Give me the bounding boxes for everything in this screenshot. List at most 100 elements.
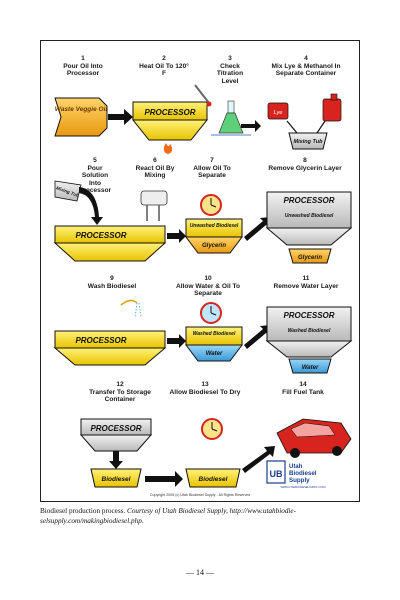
step-number: 9 [110,275,114,282]
arrow-icon [167,229,186,243]
waste-veggie-oil-container: Waste Veggie Oil [54,97,108,137]
mixing-tub-text: Mixing Tub [294,139,324,145]
step-text: Remove Water Layer [273,282,339,290]
step-text: React Oil By Mixing [135,164,175,180]
logo-line3: Supply [289,477,310,484]
step-12-label: 12 Transfer To Storage Container [79,381,161,404]
arrow-icon [79,187,103,225]
step-2-label: 2 Heat Oil To 120° F [138,55,190,78]
step-13-label: 13 Allow Biodiesel To Dry [169,381,241,396]
processor-text: PROCESSOR [283,196,334,205]
step-text: Remove Glycerin Layer [268,164,342,172]
step-number: 5 [93,157,97,164]
step-text: Wash Biodiesel [87,282,137,290]
step-number: 10 [204,275,212,282]
step-10-label: 10 Allow Water & Oil To Separate [171,275,245,298]
logo-line1: Utah [289,464,303,470]
caption-end: . [141,517,144,525]
step-8-label: 8 Remove Glycerin Layer [263,157,347,172]
separation-tank: Unwashed Biodiesel Glycerin [185,218,243,254]
figure-frame: 1 Pour Oil Into Processor 2 Heat Oil To … [40,40,360,502]
biodiesel-process-diagram: Waste Veggie Oil PROCESSOR [53,84,353,497]
processor-text: PROCESSOR [90,424,141,433]
biodiesel-container: Biodiesel [90,468,142,488]
step-number: 12 [116,381,124,388]
step-number: 7 [210,157,214,164]
caption-text: Biodiesel production process. [40,507,128,515]
separation-tank: Washed Biodiesel Water [185,326,243,362]
mixer-icon [140,190,168,221]
water-text: Water [302,365,319,371]
arrow-icon [109,451,123,469]
washed-biodiesel-text: Washed Biodiesel [193,331,236,337]
step-text: Pour Solution Into Processor [78,164,112,195]
alarm-clock-icon [200,302,222,324]
biodiesel-text: Biodiesel [199,476,228,483]
waste-text: Waste Veggie Oil [55,106,108,113]
processor-text: PROCESSOR [75,231,126,240]
processor-tank: PROCESSOR Unwashed Biodiesel [265,191,353,246]
arrow-icon [145,471,183,487]
utah-biodiesel-supply-logo: UB Utah Biodiesel Supply WWW.UTAHBIODIES… [266,460,326,489]
spray-nozzle-icon [120,299,142,318]
step-text: Allow Biodiesel To Dry [169,388,241,396]
unwashed-biodiesel-label: Unwashed Biodiesel [190,223,239,229]
step-number: 8 [303,157,307,164]
step-number: 14 [299,381,307,388]
step-number: 1 [81,55,85,62]
logo-line2: Biodiesel [289,470,317,477]
caption-credit: Courtesy of Utah Biodiesel Supply, http:… [40,507,297,525]
biodiesel-container: Biodiesel [185,468,241,488]
processor-tank: PROCESSOR [53,330,167,366]
step-11-label: 11 Remove Water Layer [269,275,343,290]
lye-text: Lye [274,110,283,116]
alarm-clock-icon [201,418,223,440]
mixing-tub: Mixing Tub [288,132,328,150]
arrow-icon [242,446,275,473]
arrow-icon [241,120,261,132]
step-5-label: 5 Pour Solution Into Processor [75,157,115,195]
step-number: 3 [228,55,232,62]
processor-tank: PROCESSOR [131,101,209,141]
unwashed-biodiesel-text: Unwashed Biodiesel [285,213,334,219]
step-text: Pour Oil Into Processor [63,62,103,78]
step-text: Fill Fuel Tank [282,388,324,396]
arrow-icon [244,325,271,349]
step-7-label: 7 Allow Oil To Separate [185,157,239,180]
processor-text: PROCESSOR [283,311,334,320]
processor-tank: PROCESSOR Washed Biodiesel [265,306,353,358]
step-number: 13 [201,381,209,388]
step-text: Allow Water & Oil To Separate [175,282,241,298]
step-3-label: 3 Check Titration Level [209,55,251,85]
step-text: Mix Lye & Methanol In Separate Container [271,62,341,78]
step-text: Allow Oil To Separate [193,164,231,180]
step-text: Heat Oil To 120° F [139,62,189,78]
waste-veggie-oil-text: Waste Veggie Oil [55,106,108,113]
processor-tank: PROCESSOR [79,418,153,452]
step-text: Check Titration Level [216,62,244,85]
titration-flask-icon [211,100,251,136]
step-9-label: 9 Wash Biodiesel [77,275,147,290]
processor-text: PROCESSOR [75,336,126,345]
unwashed-biodiesel-text: Unwashed Biodiesel [190,223,239,229]
lye-container: Lye [267,102,289,120]
step-number: 6 [153,157,157,164]
mixing-tub-tilted: Mixing Tub [54,180,82,202]
arrow-icon [167,334,186,348]
alarm-clock-icon [200,194,222,216]
logo-url: WWW.UTAHBIODIESELSUPPLY.COM [281,485,326,489]
copyright-text: Copyright 2005 (c) Utah Biodiesel Supply… [150,493,250,497]
page-number: — 14 — [186,568,214,577]
step-text: Transfer To Storage Container [89,388,151,404]
biodiesel-text: Biodiesel [102,476,131,483]
processor-tank: PROCESSOR [53,225,167,262]
arrow-icon [244,217,271,241]
water-text: Water [206,351,223,357]
thermometer-icon [194,84,212,107]
glycerin-text: Glycerin [298,255,322,261]
water-container: Water [288,358,332,374]
arrow-icon [108,109,133,125]
step-4-label: 4 Mix Lye & Methanol In Separate Contain… [261,55,351,78]
car-icon [276,418,352,458]
